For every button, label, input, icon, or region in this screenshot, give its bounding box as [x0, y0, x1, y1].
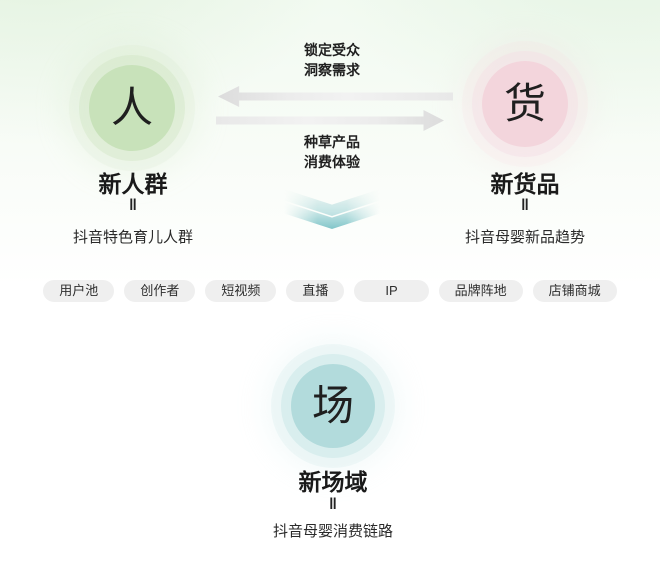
place-circle: 场: [291, 364, 375, 448]
people-equals-symbol: ‖: [129, 197, 137, 214]
place-title: 新场域: [298, 469, 368, 495]
exchange-top-label-line1: 锁定受众: [304, 42, 360, 58]
pill-user-pool: 用户池: [43, 280, 115, 302]
pill-live: 直播: [286, 280, 345, 302]
arrow-right-icon: [216, 110, 444, 131]
pill-ip: IP: [354, 280, 429, 302]
place-char: 场: [311, 382, 354, 429]
pill-row: 用户池 创作者 短视频 直播 IP 品牌阵地 店铺商城: [0, 280, 660, 302]
pill-shop-mall: 店铺商城: [532, 280, 617, 302]
goods-char: 货: [503, 80, 546, 127]
people-char: 人: [110, 84, 153, 131]
place-equals-symbol: ‖: [329, 496, 337, 513]
pill-short-video: 短视频: [205, 280, 277, 302]
place-subtitle: 抖音母婴消费链路: [272, 523, 393, 540]
arrow-left-icon: [218, 86, 453, 107]
people-subtitle: 抖音特色育儿人群: [72, 229, 193, 246]
exchange-top-label: 锁定受众 洞察需求: [222, 40, 442, 80]
exchange-bottom-label-line1: 种草产品: [304, 134, 360, 150]
people-circle: 人: [89, 65, 175, 151]
goods-circle: 货: [482, 61, 568, 147]
goods-title: 新货品: [490, 171, 560, 197]
pill-creators: 创作者: [124, 280, 196, 302]
exchange-bottom-label-line2: 消费体验: [304, 154, 360, 170]
goods-equals-symbol: ‖: [521, 197, 529, 214]
exchange-bottom-label: 种草产品 消费体验: [222, 132, 442, 172]
goods-subtitle: 抖音母婴新品趋势: [464, 229, 585, 246]
exchange-top-label-line2: 洞察需求: [304, 62, 360, 78]
pill-brand-base: 品牌阵地: [438, 280, 523, 302]
people-title: 新人群: [98, 171, 168, 197]
